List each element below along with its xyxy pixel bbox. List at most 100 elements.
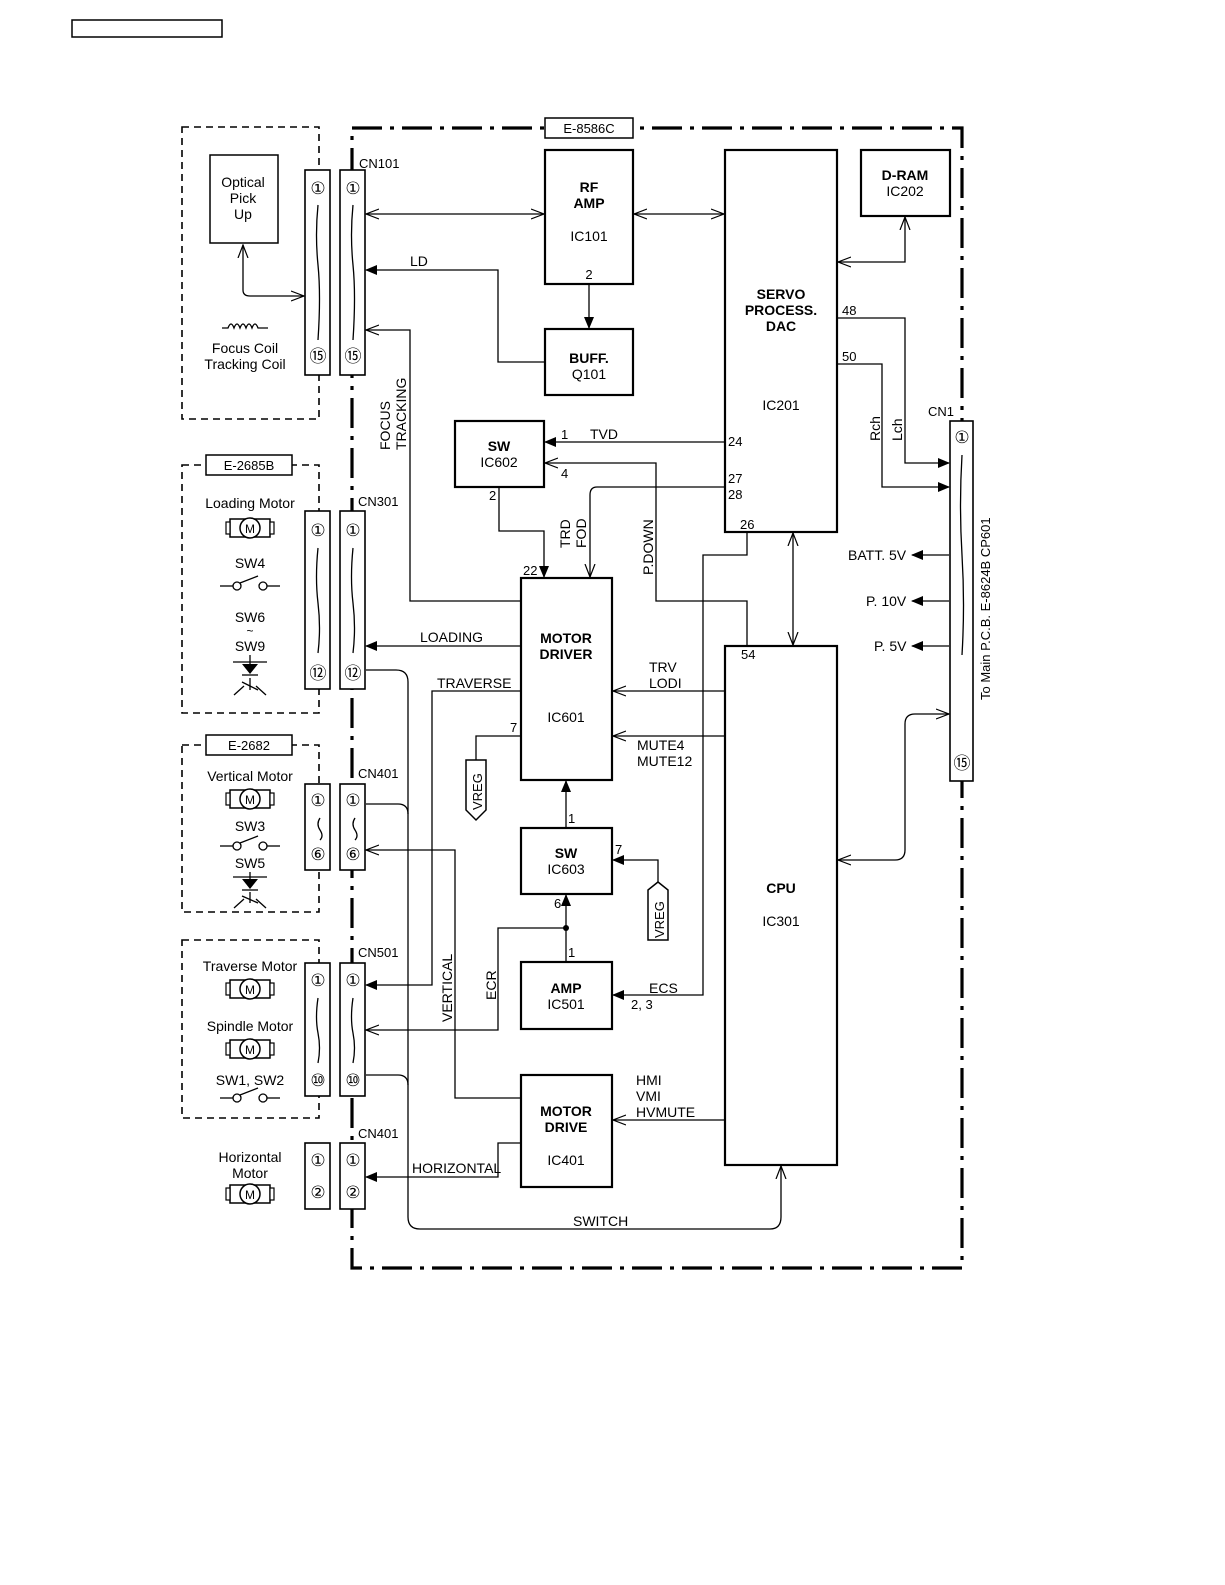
svg-text:PROCESS.: PROCESS. [745,302,817,318]
loading-motor-icon: M [225,517,275,539]
signal-vmi: VMI [636,1088,661,1104]
signal-rch: Rch [867,416,883,441]
signal-trv: TRV [649,659,677,675]
svg-text:BUFF.: BUFF. [569,350,609,366]
signal-hvmute: HVMUTE [636,1104,695,1120]
signal-tvd: TVD [590,426,618,442]
vreg-tag-2 [647,881,669,941]
sw1-sw2-label: SW1, SW2 [216,1072,285,1088]
signal-tracking: TRACKING [393,378,409,450]
ic202-dram: D-RAM IC202 [859,148,952,218]
tracking-coil-label: Tracking Coil [204,356,285,372]
cn501-label: CN501 [358,945,398,960]
svg-text:IC201: IC201 [762,397,800,413]
svg-text:①: ① [310,1151,325,1170]
ic201-servo: SERVO PROCESS. DAC IC201 [723,148,839,534]
svg-text:②: ② [310,1183,325,1202]
loading-motor-label: Loading Motor [205,495,295,511]
board-e2682-label: E-2682 [228,738,270,753]
svg-text:IC401: IC401 [547,1152,585,1168]
signal-focus: FOCUS [377,401,393,450]
photo-interrupter-icon-2 [233,872,267,909]
svg-text:24: 24 [728,434,742,449]
signal-mute4: MUTE4 [637,737,685,753]
svg-text:M: M [245,1043,255,1057]
svg-text:6: 6 [554,896,561,911]
svg-text:50: 50 [842,349,856,364]
svg-text:①: ① [345,521,360,540]
svg-text:Pick: Pick [230,190,257,206]
signal-trd: TRD [557,519,573,548]
cn1-label: CN1 [928,404,954,419]
horizontal-motor-label-1: Horizontal [218,1149,281,1165]
svg-text:7: 7 [510,720,517,735]
vertical-motor-icon: M [225,788,275,810]
svg-text:①: ① [345,1151,360,1170]
svg-text:D-RAM: D-RAM [882,167,929,183]
svg-text:①: ① [954,428,969,447]
spindle-motor-label: Spindle Motor [207,1018,294,1034]
signal-vreg-2: VREG [652,901,667,938]
ic101-rf-amp: RF AMP IC101 2 [543,148,635,286]
traverse-motor-icon: M [225,978,275,1000]
ic501-amp: AMP IC501 [519,960,614,1031]
signal-batt5v: BATT. 5V [848,547,907,563]
svg-text:⑥: ⑥ [345,845,360,864]
svg-text:54: 54 [741,647,755,662]
connector-cn1: ① ⑮ CN1 To Main P.C.B. E-8624B CP601 [928,404,993,782]
optical-pickup [209,154,279,244]
horizontal-motor-label-2: Motor [232,1165,268,1181]
svg-text:M: M [245,1188,255,1202]
svg-text:7: 7 [615,842,622,857]
cn101-label: CN101 [359,156,399,171]
header-tag [71,19,223,38]
connector-cn301: ① ① ⑫ ⑫ CN301 [304,494,398,690]
coil-icon [222,323,268,330]
sw3-switch-icon [220,835,280,851]
svg-text:MOTOR: MOTOR [540,1103,592,1119]
ic601-motor-driver: MOTOR DRIVER IC601 [519,576,614,782]
svg-text:IC301: IC301 [762,913,800,929]
svg-text:Q101: Q101 [572,366,606,382]
svg-text:RF: RF [580,179,599,195]
svg-text:CPU: CPU [766,880,796,896]
sw6-label: SW6 [235,609,266,625]
svg-text:M: M [245,983,255,997]
sw9-label: SW9 [235,638,266,654]
vreg-tag [465,759,487,822]
signal-horizontal: HORIZONTAL [412,1160,501,1176]
svg-text:M: M [245,793,255,807]
signal-ld: LD [410,253,428,269]
connector-cn401-horizontal: ① ① ② ② CN401 [304,1126,398,1210]
svg-text:DAC: DAC [766,318,796,334]
signal-vreg-1: VREG [470,773,485,810]
board-label: E-8586C [563,121,614,136]
svg-text:⑥: ⑥ [310,845,325,864]
svg-text:⑮: ⑮ [954,754,971,773]
traverse-motor-label: Traverse Motor [203,958,298,974]
connector-cn501: ① ① ⑩ ⑩ CN501 [304,945,398,1097]
svg-text:Optical: Optical [221,174,265,190]
board-e2685b-label: E-2685B [224,458,275,473]
svg-text:IC101: IC101 [570,228,608,244]
svg-text:DRIVER: DRIVER [540,646,593,662]
photo-interrupter-icon [233,655,267,696]
svg-text:Up: Up [234,206,252,222]
sw1-switch-icon [220,1087,280,1103]
svg-text:1: 1 [561,427,568,442]
svg-text:2: 2 [489,488,496,503]
svg-text:①: ① [310,791,325,810]
cn301-label: CN301 [358,494,398,509]
svg-text:⑫: ⑫ [310,664,327,683]
svg-text:2: 2 [585,267,592,282]
signal-lch: Lch [889,418,905,441]
svg-text:2, 3: 2, 3 [631,997,653,1012]
svg-text:⑮: ⑮ [310,347,327,366]
svg-text:26: 26 [740,517,754,532]
svg-text:①: ① [345,179,360,198]
svg-text:IC202: IC202 [886,183,924,199]
svg-text:27: 27 [728,471,742,486]
svg-text:SERVO: SERVO [757,286,806,302]
svg-text:①: ① [310,971,325,990]
